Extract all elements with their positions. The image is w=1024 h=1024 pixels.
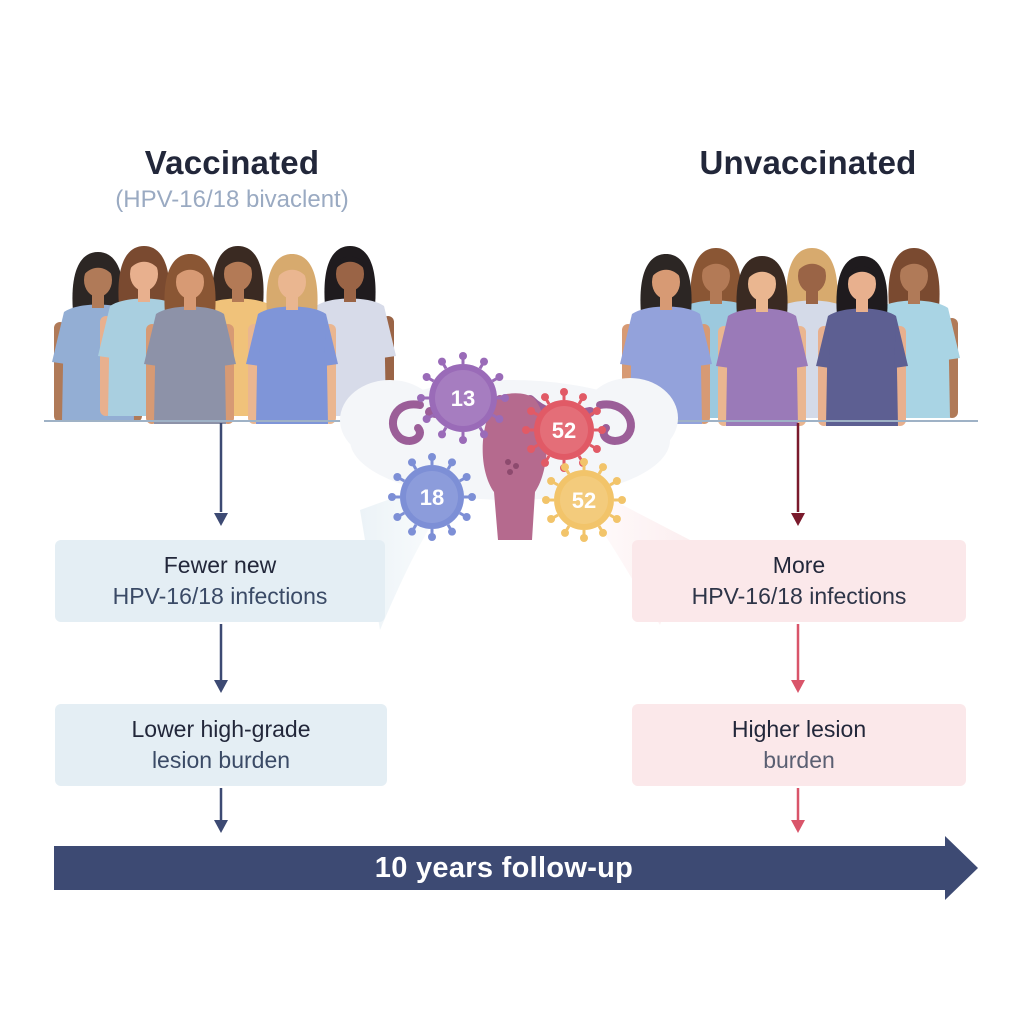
virus-label-1: 13 [451,386,475,411]
unvaccinated-infections-box: More HPV-16/18 infections [632,540,966,622]
vaccinated-arrow-2 [214,624,228,693]
unvaccinated-arrow-1 [791,423,805,526]
unvaccinated-lesion-line-2: burden [763,747,835,773]
unvaccinated-title: Unvaccinated [699,144,917,181]
vaccinated-subtitle: (HPV-16/18 bivaclent) [115,186,349,213]
virus-label-2: 52 [552,418,576,443]
center-swoosh-left [360,470,470,630]
virus-particle-13-icon: 13 [417,352,509,444]
unvaccinated-infections-line-1: More [772,552,826,578]
vaccinated-woman-3 [144,254,236,424]
timeline-label: 10 years follow-up [374,852,634,884]
vaccinated-arrow-3 [214,788,228,833]
unvaccinated-lesion-line-1: Higher lesion [731,716,867,742]
vaccinated-lesion-line-1: Lower high-grade [131,716,311,742]
vaccinated-arrow-1 [214,423,228,526]
unvaccinated-arrow-3 [791,788,805,833]
vaccinated-infections-line-2: HPV-16/18 infections [112,583,328,609]
vaccinated-woman-5 [246,254,338,424]
vaccinated-infections-box: Fewer new HPV-16/18 infections [55,540,385,622]
timeline-arrow [54,836,978,900]
vaccinated-title: Vaccinated [144,144,320,181]
unvaccinated-lesion-box: Higher lesion burden [632,704,966,786]
unvaccinated-arrow-2 [791,624,805,693]
vaccinated-infections-line-1: Fewer new [163,552,277,578]
virus-label-3: 18 [420,485,444,510]
unvaccinated-infections-line-2: HPV-16/18 infections [691,583,907,609]
virus-particle-52-icon: 52 [542,458,626,542]
vaccinated-lesion-line-2: lesion burden [151,747,291,773]
vaccinated-women-group [52,246,396,424]
unvaccinated-women-group [620,248,960,426]
unvaccinated-woman-5 [816,256,908,426]
virus-particle-18-icon: 18 [388,453,476,541]
virus-label-4: 52 [572,488,596,513]
unvaccinated-woman-3 [716,256,808,426]
vaccinated-lesion-box: Lower high-grade lesion burden [55,704,387,786]
virus-particle-52-icon: 52 [522,388,606,472]
